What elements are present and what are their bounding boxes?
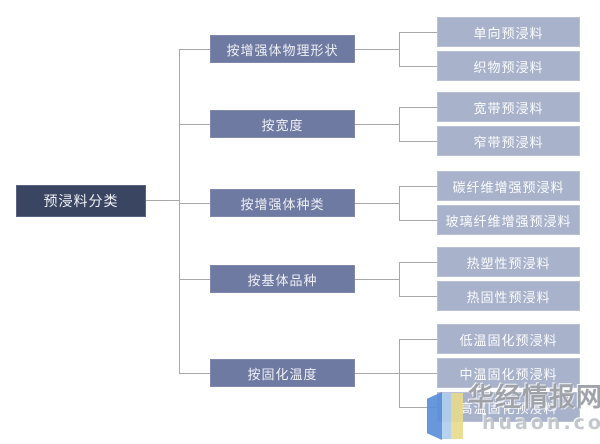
category-node-curing-temperature: 按固化温度 [210,359,355,387]
connector-line [355,279,399,280]
leaf-node-thermoplastic-prepreg: 热塑性预浸料 [437,247,580,277]
connector-line [355,124,399,125]
connector-line [179,279,210,280]
connector-line [399,186,437,187]
connector-line [355,203,399,204]
root-node-prepreg-classification: 预浸料分类 [16,185,146,217]
connector-line [399,373,437,374]
category-node-matrix-variety: 按基体品种 [210,265,355,293]
leaf-node-low-temp-curing-prepreg: 低温固化预浸料 [437,324,580,354]
connector-line [399,296,437,297]
connector-line [399,141,437,142]
watermark: 华经情报网 huaon.com [424,383,600,444]
connector-line [355,49,399,50]
connector-line [399,407,437,408]
leaf-node-carbon-fiber-prepreg: 碳纤维增强预浸料 [437,171,580,201]
connector-line [399,262,437,263]
huaon-logo-icon [424,390,466,442]
connector-line [399,107,437,108]
logo-blue-panel [427,392,442,440]
leaf-node-thermoset-prepreg: 热固性预浸料 [437,281,580,311]
connector-bracket [399,186,400,221]
connector-bracket [399,32,400,67]
leaf-node-unidirectional-prepreg: 单向预浸料 [437,17,580,47]
logo-yellow-stripe [451,393,463,439]
connector-line [355,373,399,374]
watermark-text: 华经情报网 huaon.com [468,383,600,433]
connector-line [146,200,179,201]
category-node-reinforcement-shape: 按增强体物理形状 [210,35,355,63]
connector-line [399,66,437,67]
leaf-node-fabric-prepreg: 织物预浸料 [437,51,580,81]
leaf-node-glass-fiber-prepreg: 玻璃纤维增强预浸料 [437,205,580,235]
watermark-domain: huaon.com [482,412,600,434]
logo-lightblue-stripe [442,393,451,439]
leaf-node-mid-temp-curing-prepreg: 中温固化预浸料 [437,358,580,388]
connector-line [179,203,210,204]
connector-line [179,124,210,125]
category-node-width: 按宽度 [210,110,355,138]
connector-line [399,339,437,340]
connector-bracket [399,262,400,297]
watermark-title: 华经情报网 [468,383,600,413]
leaf-node-narrow-tape-prepreg: 窄带预浸料 [437,126,580,156]
connector-line [179,373,210,374]
category-node-reinforcement-type: 按增强体种类 [210,189,355,217]
leaf-node-wide-tape-prepreg: 宽带预浸料 [437,92,580,122]
connector-bracket [399,107,400,142]
connector-line [179,49,210,50]
connector-line [399,32,437,33]
connector-line [399,220,437,221]
connector-trunk-line [179,49,180,374]
